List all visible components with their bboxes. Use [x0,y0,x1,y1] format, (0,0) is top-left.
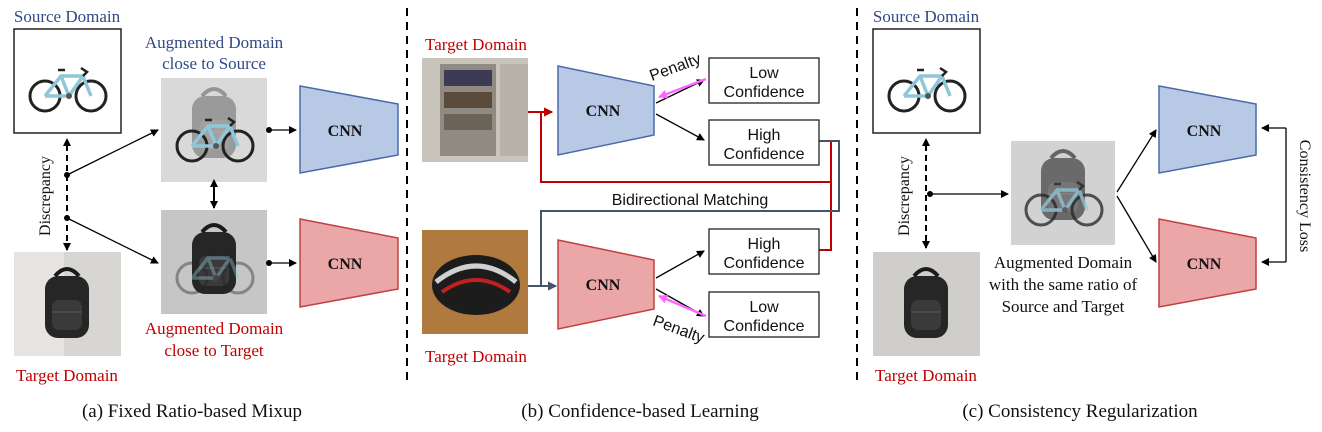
aug-target-label-1: Augmented Domain [145,319,284,338]
penalty-top: Penalty [647,51,703,85]
source-domain-label: Source Domain [14,7,121,26]
aug-label-c-2: with the same ratio of [989,275,1138,294]
bidirectional-label: Bidirectional Matching [612,192,769,209]
svg-text:Confidence: Confidence [724,318,805,335]
target-domain-label: Target Domain [16,366,118,385]
svg-text:Confidence: Confidence [724,146,805,163]
caption-a: (a) Fixed Ratio-based Mixup [82,401,302,422]
svg-text:CNN: CNN [328,123,363,140]
cnn-red-a: CNN [299,218,399,308]
svg-text:CNN: CNN [1187,256,1222,273]
svg-text:CNN: CNN [586,277,621,294]
target-image-c [873,252,980,356]
arrow-to-aug-source [66,129,159,176]
svg-text:Low: Low [749,65,779,82]
caption-c: (c) Consistency Regularization [962,401,1198,422]
consistency-loss-label: Consistency Loss [1296,140,1313,252]
aug-image-c [1011,141,1115,245]
aug-source-image [161,78,267,182]
svg-text:High: High [748,236,781,253]
discrepancy-label: Discrepancy [37,156,54,236]
target-image [14,252,121,356]
svg-text:CNN: CNN [1187,123,1222,140]
cnn-blue-c: CNN [1158,85,1257,174]
target-domain-label-c: Target Domain [875,366,977,385]
aug-source-label-1: Augmented Domain [145,33,284,52]
panel-a: Source Domain Discrepancy Target Domain … [13,7,399,422]
penalty-arrow-bottom [658,294,707,318]
aug-target-image [161,210,267,314]
high-confidence-top: High Confidence [708,119,820,166]
aug-source-label-2: close to Source [162,54,266,73]
svg-text:CNN: CNN [328,256,363,273]
penalty-arrow-top [658,77,707,99]
panel-c: Source Domain Discrepancy Target Domain … [872,7,1313,422]
target-domain-top: Target Domain [425,35,527,54]
cnn-red-b: CNN [557,239,655,330]
source-image [13,28,122,134]
penalty-bottom: Penalty [651,313,707,347]
helmet-image [422,230,528,334]
low-confidence-bottom: Low Confidence [708,291,820,338]
svg-text:Confidence: Confidence [724,84,805,101]
target-domain-bottom: Target Domain [425,347,527,366]
bookshelf-image [422,58,528,162]
aug-label-c-3: Source and Target [1002,297,1125,316]
low-confidence-top: Low Confidence [708,57,820,104]
svg-text:Confidence: Confidence [724,255,805,272]
svg-text:CNN: CNN [586,103,621,120]
svg-text:High: High [748,127,781,144]
aug-label-c-1: Augmented Domain [994,253,1133,272]
arrow-to-aug-target [66,217,159,264]
discrepancy-label-c: Discrepancy [896,156,913,236]
source-image-c [872,28,981,134]
caption-b: (b) Confidence-based Learning [521,401,759,422]
panel-b: Target Domain Target Domain Bidirectiona… [422,35,840,422]
aug-target-label-2: close to Target [164,341,263,360]
cnn-blue-b: CNN [557,65,655,156]
high-confidence-bottom: High Confidence [708,228,820,275]
svg-text:Low: Low [749,299,779,316]
cnn-blue-a: CNN [299,85,399,174]
cnn-red-c: CNN [1158,218,1257,308]
source-domain-label-c: Source Domain [873,7,980,26]
